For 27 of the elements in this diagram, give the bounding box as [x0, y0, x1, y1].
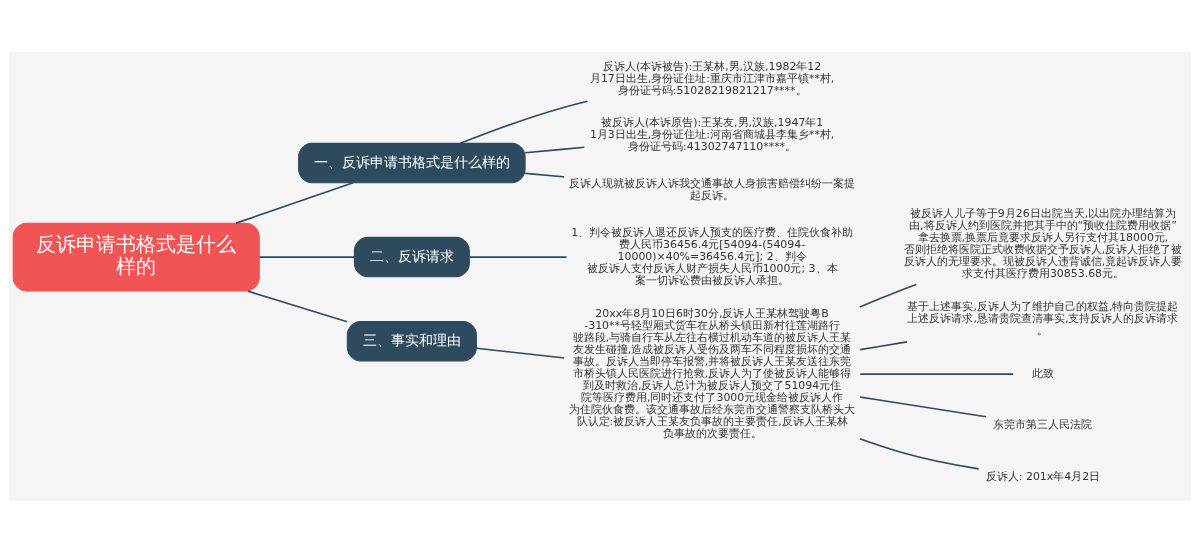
node-text: 被反诉人儿子等于9月26日出院当天,以出院办理结算为由,将反诉人约到医院并把其手中的“预收住院费用收据”拿去换票,换票后竟要求反诉人另行支付其18000元,否则拒绝将医院正式收费收据交予反诉人,反诉人拒绝了被反诉人的无理要求。现被反诉人违背诚信,竟起诉反诉人要求支付其医疗费用30853.68元。 [903, 206, 1183, 280]
connector [246, 290, 348, 323]
connector [258, 256, 356, 258]
node-text: 反诉人: 201x年4月2日 [985, 469, 1101, 483]
node-box: 一、反诉申请书格式是什么样的 [298, 142, 526, 184]
node-text: 1、判令被反诉人退还反诉人预支的医疗费、住院伙食补助费人民币36456.4元[54094-(54094-10000)×40%=36456.4元]; 2、判令被反诉人支付反诉人财产损失人民币1000元; 3、本案一切诉讼费由被反诉人承担。 [571, 225, 854, 287]
node-text: 东莞市第三人民法院 [993, 418, 1093, 432]
connector [859, 396, 987, 418]
node-text: 反诉人现就被反诉人诉我交通事故人身损害赔偿纠纷一案提起反诉。 [569, 177, 856, 203]
connector [524, 146, 586, 154]
connector [524, 172, 565, 178]
node-box: 二、反诉请求 [353, 236, 470, 278]
connector [468, 256, 568, 258]
node-text: 被反诉人(本诉原告):王某友,男,汉族,1947年11月3日出生,身份证住址:河南省商城县李集乡**村,身份证号码:41302747110****。 [589, 116, 835, 154]
node-text: 20xx年8月10日6时30分,反诉人王某林驾驶粤B-310**号轻型厢式货车在从桥头镇田新村往莲湖路行驶路段,与骑自行车从左往右横过机动车道的被反诉人王某友发生碰撞,造成被反诉人受伤及两车不同程度损坏的交通事故。反诉人当即停车报警,并将被反诉人王某友送往东莞市桥头镇人民医院进行抢救,反诉人为了使被反诉人能够得到及时救治,反诉人总计为被反诉人预交了51094元住院等医疗费用,同时还支付了3000元现金给被反诉人作为住院伙食费。该交通事故后经东莞市交通警察支队桥头大队认定:被反诉人王某友负事故的主要责任,反诉人王某林负事故的次要责任。 [569, 306, 856, 441]
connector [858, 283, 918, 308]
node-box: 反诉申请书格式是什么样的 [12, 222, 260, 292]
node-text: 此致 [1031, 366, 1054, 380]
connector [859, 341, 908, 351]
connector [859, 373, 1015, 375]
node-box: 三、事实和理由 [346, 321, 477, 362]
connector [235, 182, 354, 224]
node-text: 基于上述事实,反诉人为了维护自己的权益,特向贵院提起上述反诉请求,恳请贵院查清事实,支持反诉人的反诉请求。 [907, 300, 1179, 338]
connector [459, 100, 589, 145]
connector [859, 438, 980, 470]
connector [475, 347, 566, 359]
node-text: 反诉人(本诉被告):王某林,男,汉族,1982年12月17日出生,身份证住址:重庆市江津市嘉平镇**村,身份证号码:51028219821217****。 [589, 59, 835, 97]
